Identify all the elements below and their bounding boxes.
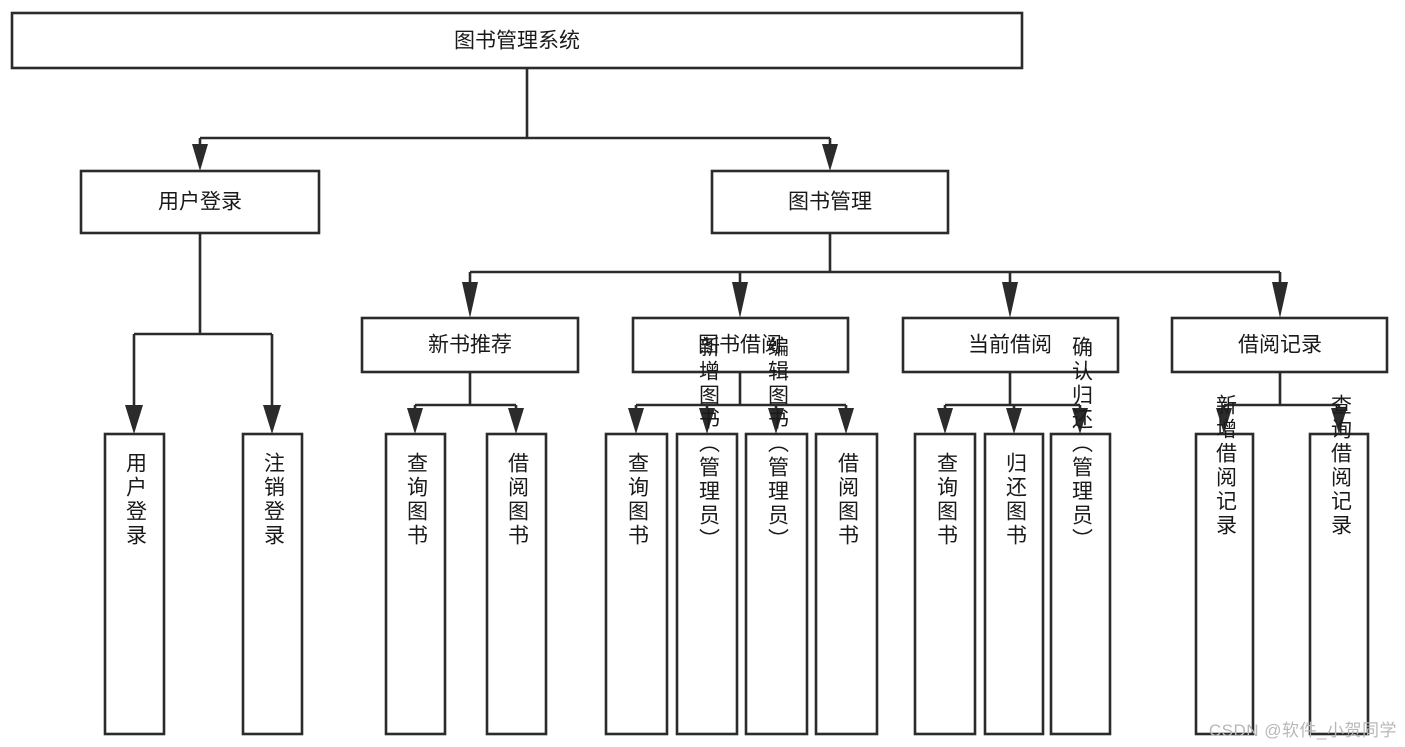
node-current-borrow-label: 当前借阅 <box>968 334 1052 357</box>
node-leaf-edit-book-label: 编辑图书（管理员） <box>765 336 789 552</box>
node-leaf-borrow-book-1-label: 借阅图书 <box>505 452 529 548</box>
node-leaf-add-book-label: 新增图书（管理员） <box>696 336 720 552</box>
edge-current-borrow-to-leaves <box>937 372 1088 434</box>
node-leaf-confirm-return-label: 确认归还（管理员） <box>1069 336 1093 552</box>
arrow-head-icon <box>732 282 748 318</box>
arrow-head-icon <box>1002 282 1018 318</box>
arrow-head-icon <box>462 282 478 318</box>
node-borrow-record-label: 借阅记录 <box>1238 334 1322 357</box>
node-book-borrow-label: 图书借阅 <box>698 334 782 357</box>
arrow-head-icon <box>628 408 644 434</box>
arrow-head-icon <box>838 408 854 434</box>
node-leaf-query-book-2[interactable]: 查询图书 <box>604 432 669 736</box>
node-book-borrow[interactable]: 图书借阅 <box>631 316 850 374</box>
node-leaf-confirm-return[interactable]: 确认归还（管理员） <box>1049 336 1112 736</box>
node-leaf-query-book-2-label: 查询图书 <box>625 452 649 548</box>
node-leaf-user-login-label: 用户登录 <box>123 452 147 548</box>
node-borrow-record[interactable]: 借阅记录 <box>1170 316 1389 374</box>
arrow-head-icon <box>1331 408 1347 434</box>
edge-user-login-to-leaves <box>125 233 281 434</box>
arrow-head-icon <box>508 408 524 434</box>
node-book-manage-label: 图书管理 <box>788 191 872 214</box>
node-leaf-return-book-label: 归还图书 <box>1003 452 1027 548</box>
arrow-head-icon <box>263 405 281 434</box>
node-user-login-label: 用户登录 <box>158 191 242 214</box>
arrow-head-icon <box>699 408 715 434</box>
edge-book-borrow-to-leaves <box>628 372 854 434</box>
arrow-head-icon <box>1006 408 1022 434</box>
connector-layer <box>125 68 1347 434</box>
node-root-label: 图书管理系统 <box>454 30 580 53</box>
node-leaf-query-book-1-label: 查询图书 <box>404 452 428 548</box>
node-leaf-query-record-label: 查询借阅记录 <box>1328 394 1352 538</box>
node-leaf-add-record[interactable]: 新增借阅记录 <box>1194 394 1255 736</box>
edge-root-to-level2 <box>192 68 838 171</box>
node-leaf-user-login[interactable]: 用户登录 <box>103 432 166 736</box>
node-current-borrow[interactable]: 当前借阅 <box>901 316 1120 374</box>
node-leaf-query-record[interactable]: 查询借阅记录 <box>1308 394 1370 736</box>
node-book-manage[interactable]: 图书管理 <box>710 169 950 235</box>
node-new-book-recommend-label: 新书推荐 <box>428 334 512 357</box>
edge-book-manage-to-level3 <box>462 233 1288 318</box>
arrow-head-icon <box>125 405 143 434</box>
node-leaf-borrow-book-2[interactable]: 借阅图书 <box>814 432 879 736</box>
arrow-head-icon <box>192 144 208 171</box>
node-leaf-return-book[interactable]: 归还图书 <box>983 432 1045 736</box>
arrow-head-icon <box>1216 408 1232 434</box>
node-leaf-logout-label: 注销登录 <box>261 452 285 548</box>
node-leaf-logout[interactable]: 注销登录 <box>241 432 304 736</box>
arrow-head-icon <box>937 408 953 434</box>
arrow-head-icon <box>407 408 423 434</box>
node-leaf-add-book[interactable]: 新增图书（管理员） <box>675 336 739 736</box>
node-new-book-recommend[interactable]: 新书推荐 <box>360 316 580 374</box>
edge-new-book-recommend-to-leaves <box>407 372 524 434</box>
arrow-head-icon <box>1272 282 1288 318</box>
node-leaf-borrow-book-2-label: 借阅图书 <box>835 452 859 548</box>
node-leaf-query-book-1[interactable]: 查询图书 <box>384 432 447 736</box>
node-user-login[interactable]: 用户登录 <box>79 169 321 235</box>
node-leaf-add-record-label: 新增借阅记录 <box>1213 394 1237 538</box>
arrow-head-icon <box>768 408 784 434</box>
node-leaf-edit-book[interactable]: 编辑图书（管理员） <box>744 336 809 736</box>
node-leaf-borrow-book-1[interactable]: 借阅图书 <box>485 432 548 736</box>
arrow-head-icon <box>1072 408 1088 434</box>
arrow-head-icon <box>822 144 838 171</box>
node-root[interactable]: 图书管理系统 <box>10 11 1024 70</box>
node-leaf-query-book-3-label: 查询图书 <box>934 452 958 548</box>
node-leaf-query-book-3[interactable]: 查询图书 <box>913 432 977 736</box>
edge-borrow-record-to-leaves <box>1216 372 1347 434</box>
